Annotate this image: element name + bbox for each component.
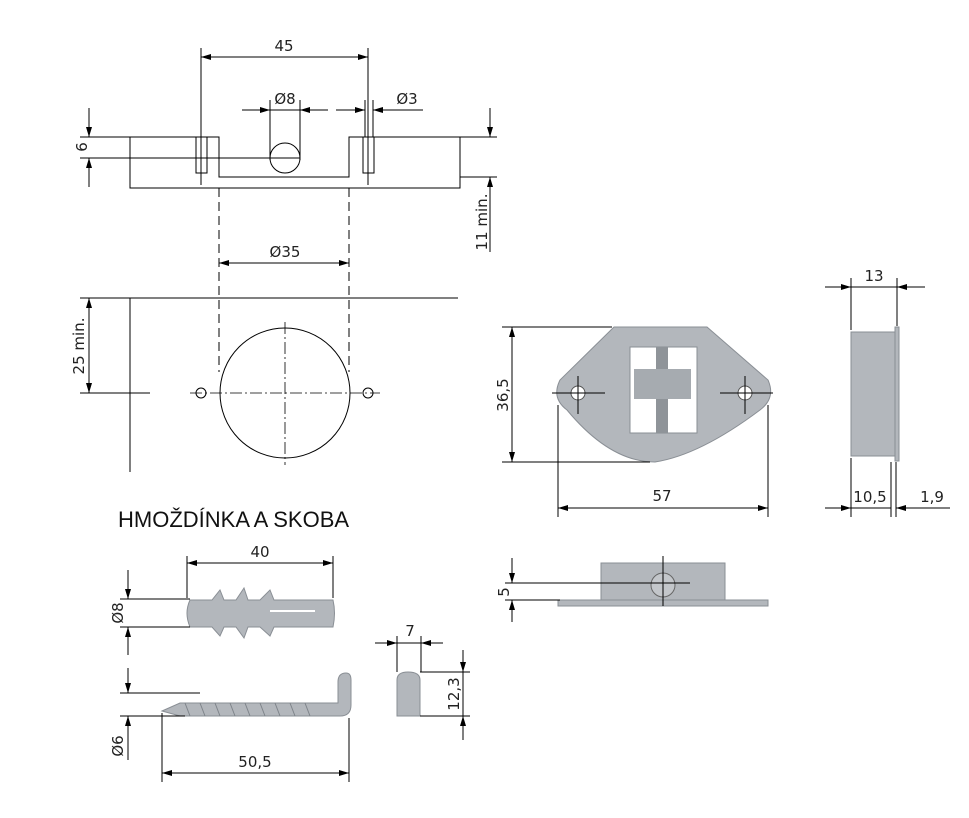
dim-hanger-height: 36,5 <box>494 378 512 411</box>
dim-dowel-length: 40 <box>250 543 269 561</box>
dim-spacing: 45 <box>274 37 293 55</box>
section-title: HMOŽDÍNKA A SKOBA <box>118 507 349 532</box>
dim-bottom-offset: 5 <box>495 587 513 597</box>
dim-hanger-width: 57 <box>652 487 671 505</box>
dim-cap-width: 7 <box>405 622 415 640</box>
hanger-front-view: 36,5 57 <box>494 326 773 517</box>
dim-screw-length: 50,5 <box>238 753 271 771</box>
dim-dowel-dia: Ø8 <box>274 90 295 108</box>
dim-dowel-dia: Ø8 <box>109 602 127 623</box>
dim-cup-dia: Ø35 <box>270 243 301 261</box>
dim-screw-dia: Ø6 <box>109 735 127 756</box>
hatched-section <box>129 136 461 189</box>
hanger-bottom-view: 5 <box>495 556 769 622</box>
dim-cap-height: 12,3 <box>445 677 463 710</box>
dowel: 40 Ø8 <box>109 543 335 655</box>
hanger-side-view: 13 10,5 1,9 <box>825 267 950 517</box>
dim-edge-min: 25 min. <box>70 318 88 375</box>
dim-pin-dia: Ø3 <box>396 90 417 108</box>
plan-view: 25 min. <box>70 297 458 472</box>
dim-side-body: 10,5 <box>853 488 886 506</box>
cap: 7 12,3 <box>375 622 470 740</box>
dim-depth: 6 <box>73 142 91 152</box>
dim-side-total: 13 <box>864 267 883 285</box>
dim-side-flange: 1,9 <box>920 488 944 506</box>
screw-hook: Ø6 50,5 <box>109 668 352 782</box>
section-view: 45 Ø8 Ø3 6 11 min. Ø35 <box>73 37 497 372</box>
dim-thickness-min: 11 min. <box>473 194 491 251</box>
